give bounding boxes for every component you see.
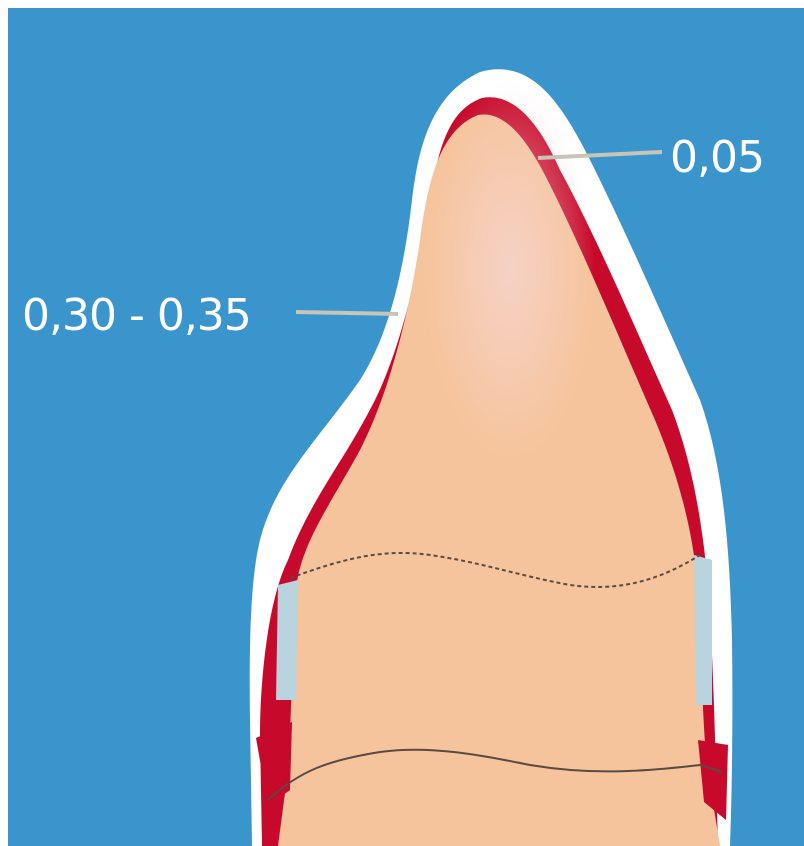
label-labial-thickness: 0,30 - 0,35	[22, 290, 251, 341]
tooth-highlight	[425, 80, 595, 460]
leader-line-labial	[296, 312, 398, 314]
label-incisal-thickness: 0,05	[670, 132, 764, 183]
cervical-zone-right	[694, 555, 712, 705]
cervical-zone-left	[276, 580, 298, 700]
